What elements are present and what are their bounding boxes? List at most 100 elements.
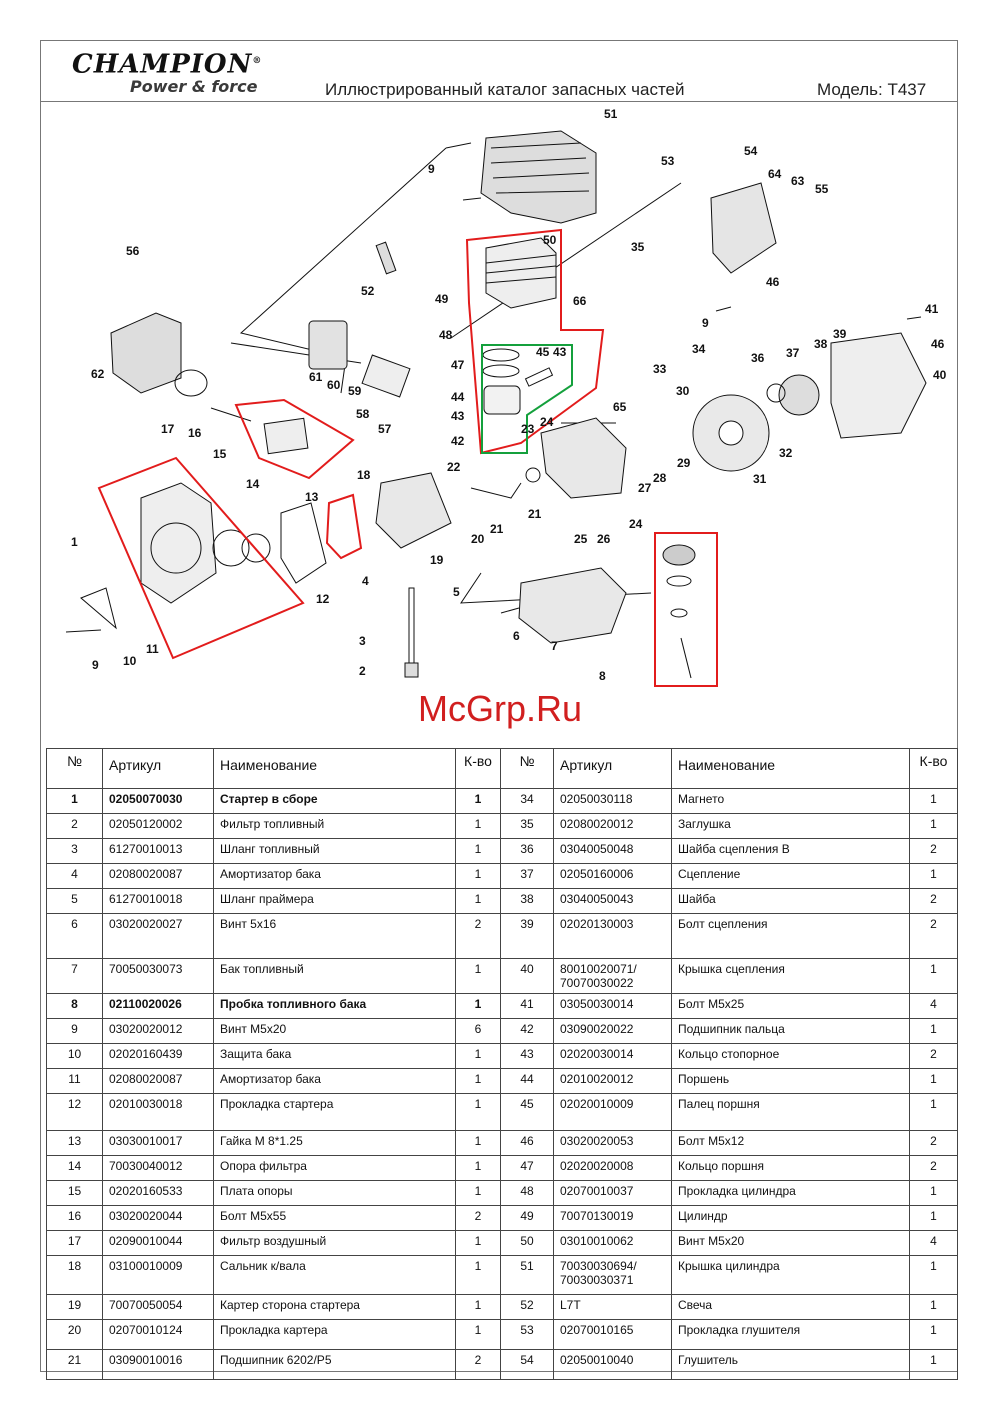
cell-number: 14 [46, 1155, 103, 1181]
cell-article: 02050160006 [553, 863, 672, 889]
cell-name: Свеча [671, 1294, 910, 1320]
cell-qty: 1 [909, 1294, 958, 1320]
cell-name: Болт M5x55 [213, 1205, 456, 1231]
svg-text:1: 1 [71, 535, 78, 549]
cell-name: Плата опоры [213, 1180, 456, 1206]
svg-text:58: 58 [356, 407, 370, 421]
svg-text:39: 39 [833, 327, 847, 341]
svg-text:36: 36 [751, 351, 765, 365]
svg-text:15: 15 [213, 447, 227, 461]
cell-number: 43 [500, 1043, 554, 1069]
svg-text:33: 33 [653, 362, 667, 376]
cell-number: 53 [500, 1319, 554, 1350]
cell-qty: 2 [909, 913, 958, 959]
cell-qty: 1 [455, 888, 501, 914]
cell-article: 03050030014 [553, 993, 672, 1019]
svg-text:45: 45 [536, 345, 550, 359]
cell-number: 40 [500, 958, 554, 994]
cell-qty: 1 [455, 1255, 501, 1295]
cell-article: 02080020087 [102, 1068, 214, 1094]
svg-text:21: 21 [528, 507, 542, 521]
svg-text:50: 50 [543, 233, 557, 247]
cell-qty: 1 [909, 1255, 958, 1295]
cell-qty: 1 [455, 1043, 501, 1069]
svg-text:31: 31 [753, 472, 767, 486]
cell-number: 52 [500, 1294, 554, 1320]
cell-name: Фильтр топливный [213, 813, 456, 839]
cell-number: 7 [46, 958, 103, 994]
cell-qty: 1 [455, 993, 501, 1019]
svg-text:9: 9 [428, 162, 435, 176]
cell-name: Картер сторона стартера [213, 1294, 456, 1320]
cell-article: 02020030014 [553, 1043, 672, 1069]
svg-text:22: 22 [447, 460, 461, 474]
cell-number: 10 [46, 1043, 103, 1069]
cell-number: 48 [500, 1180, 554, 1206]
svg-text:24: 24 [540, 415, 554, 429]
svg-text:19: 19 [430, 553, 444, 567]
cell-number: 21 [46, 1349, 103, 1380]
svg-text:54: 54 [744, 144, 758, 158]
cell-name: Гайка M 8*1.25 [213, 1130, 456, 1156]
cell-name: Кольцо поршня [671, 1155, 910, 1181]
svg-text:44: 44 [451, 390, 465, 404]
cell-article: 03040050043 [553, 888, 672, 914]
svg-text:60: 60 [327, 378, 341, 392]
cell-article: 70030030694/ 70030030371 [553, 1255, 672, 1295]
svg-text:8: 8 [599, 669, 606, 683]
cell-name: Винт 5x16 [213, 913, 456, 959]
cell-number: 51 [500, 1255, 554, 1295]
cell-qty: 1 [909, 1205, 958, 1231]
svg-text:30: 30 [676, 384, 690, 398]
svg-text:10: 10 [123, 654, 137, 668]
svg-text:17: 17 [161, 422, 175, 436]
cell-article: 02020130003 [553, 913, 672, 959]
cell-article: 02050120002 [102, 813, 214, 839]
cell-number: 35 [500, 813, 554, 839]
parts-table: № Артикул Наименование К-во № Артикул На… [46, 748, 958, 1380]
cell-number: 44 [500, 1068, 554, 1094]
col-header-name: Наименование [213, 748, 456, 789]
cell-number: 42 [500, 1018, 554, 1044]
svg-text:3: 3 [359, 634, 366, 648]
svg-text:52: 52 [361, 284, 375, 298]
cell-qty: 1 [455, 1294, 501, 1320]
svg-text:27: 27 [638, 481, 652, 495]
cell-name: Заглушка [671, 813, 910, 839]
svg-text:13: 13 [305, 490, 319, 504]
cell-article: 02070010037 [553, 1180, 672, 1206]
cell-qty: 1 [909, 1349, 958, 1380]
cell-name: Стартер в сборе [213, 788, 456, 814]
cell-article: 02020160533 [102, 1180, 214, 1206]
cell-qty: 2 [909, 1155, 958, 1181]
cell-number: 13 [46, 1130, 103, 1156]
cell-article: 70030040012 [102, 1155, 214, 1181]
col-header-article: Артикул [102, 748, 214, 789]
cell-article: 70070050054 [102, 1294, 214, 1320]
cell-name: Прокладка цилиндра [671, 1180, 910, 1206]
svg-text:53: 53 [661, 154, 675, 168]
cell-qty: 1 [455, 813, 501, 839]
cell-qty: 1 [455, 1130, 501, 1156]
cell-name: Болт M5x25 [671, 993, 910, 1019]
cell-number: 34 [500, 788, 554, 814]
cell-number: 19 [46, 1294, 103, 1320]
svg-text:7: 7 [551, 639, 558, 653]
svg-text:41: 41 [925, 302, 939, 316]
cell-number: 49 [500, 1205, 554, 1231]
cell-qty: 1 [455, 788, 501, 814]
cell-name: Сальник к/вала [213, 1255, 456, 1295]
cell-article: 70070130019 [553, 1205, 672, 1231]
cell-number: 11 [46, 1068, 103, 1094]
svg-text:32: 32 [779, 446, 793, 460]
watermark: McGrp.Ru [417, 688, 583, 729]
cell-qty: 2 [455, 1205, 501, 1231]
col-header-number-2: № [500, 748, 554, 789]
